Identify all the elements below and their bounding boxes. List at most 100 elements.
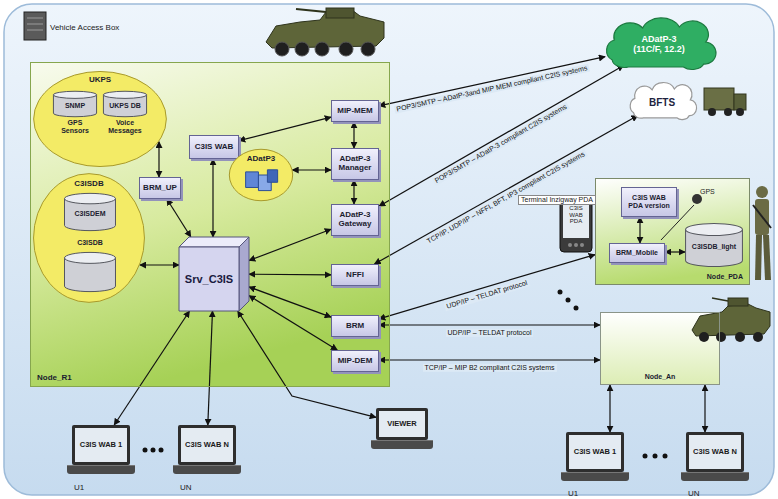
process-box: ADatP-3 Gateway [331, 204, 379, 236]
ellipse-outline [33, 71, 167, 167]
connector [665, 251, 685, 252]
box-label: ADatP-3 Gateway [335, 211, 375, 229]
free-label: U1 [74, 484, 84, 493]
cylinder-top [103, 91, 146, 98]
soldier [753, 186, 771, 280]
truck [704, 88, 746, 116]
connector [212, 159, 213, 237]
armoured-vehicle-part [275, 42, 289, 56]
process-box: NFFI [331, 264, 379, 286]
cloud-label: ADatP-3 (11C/F, 12.2) [627, 35, 691, 55]
node-pda-ground [595, 178, 750, 285]
armoured-vehicle-part [339, 42, 353, 56]
process-box: BRM_UP [139, 177, 181, 199]
laptop-screen: C3IS WAB 1 [75, 428, 127, 462]
ellipsis-dots-part [574, 306, 579, 311]
ellipsis-dots-part [558, 290, 563, 295]
cube-front [179, 247, 239, 311]
connector [249, 229, 331, 260]
free-label: UN [688, 490, 700, 499]
group-ellipse: C3ISDBC3ISDEMC3ISDB [33, 173, 145, 303]
free-label: UN [180, 484, 192, 493]
label-slot: U1 [74, 476, 84, 494]
terminal-label: VIEWER [387, 420, 417, 428]
free-label: Vehicle Access Box [50, 24, 119, 33]
armoured-vehicle-small-part [735, 332, 745, 342]
laptop-screen: C3IS WAB N [181, 428, 233, 462]
laptop-terminal: C3IS WAB 1 [566, 432, 624, 472]
soldier-part [755, 235, 762, 280]
box-label: BRM_UP [143, 184, 177, 193]
group-ellipse: ADatP3 [229, 149, 293, 201]
cylinder-top [53, 91, 96, 98]
connector-label: TCP/IP – MIP B2 compliant C2IS systems [422, 364, 556, 372]
label-slot: U1 [568, 482, 578, 499]
box-label: MIP-DEM [338, 357, 373, 366]
group-title: C3ISDB [74, 180, 103, 189]
network-cloud: BFTS [625, 84, 699, 120]
cube-side [239, 237, 249, 311]
database-cylinder: C3ISDB [64, 239, 116, 293]
group-ellipse: UKPSSNMPGPS SensorsUKPS DBVoice Messages [33, 71, 167, 167]
laptop-base [561, 472, 629, 481]
connector [208, 311, 213, 425]
label-slot: GPS [700, 180, 715, 198]
ellipsis-dots-part [643, 454, 648, 459]
box-label: BRM_Mobile [616, 249, 658, 257]
connector [639, 217, 640, 243]
laptop-terminal: C3IS WAB 1 [72, 425, 130, 465]
node-panel: Node_An [600, 312, 720, 385]
connector [167, 199, 191, 237]
connector [353, 122, 354, 148]
process-box: MIP-DEM [331, 350, 379, 372]
cloud-label: BFTS [649, 97, 675, 108]
cylinder-label: UKPS DB [109, 102, 141, 110]
label-slot: C3IS WAB PDA [563, 205, 589, 227]
terminal-label: C3IS WAB N [693, 448, 737, 456]
pda-terminal-part [580, 243, 584, 247]
ellipse-fill [34, 174, 145, 303]
laptop-screen: C3IS WAB 1 [569, 435, 621, 469]
pda-terminal-part [563, 204, 589, 238]
process-box: C3IS WAB [189, 135, 239, 159]
server-label: Srv_C3IS [185, 273, 233, 285]
cylinder-top [686, 223, 743, 235]
database-cylinder: SNMPGPS Sensors [53, 91, 97, 147]
connector [609, 385, 610, 432]
box-label: C3IS WAB [195, 143, 234, 152]
connector [379, 57, 605, 106]
box-label: C3IS WAB PDA version [625, 194, 673, 209]
panel-title: Node_An [645, 373, 676, 381]
window-icon [246, 172, 259, 188]
cylinder-top [65, 193, 116, 203]
network-cloud: ADatP-3 (11C/F, 12.2) [598, 20, 720, 70]
armoured-vehicle-small-part [753, 332, 763, 342]
connector [249, 287, 331, 317]
label-slot: UN [688, 482, 700, 499]
truck-part [736, 108, 744, 116]
box-label: NFFI [346, 271, 364, 280]
cylinder-label: SNMP [65, 102, 85, 110]
connector [249, 296, 337, 350]
connector [353, 180, 354, 204]
group-title: UKPS [89, 76, 111, 85]
gps-receiver-part [692, 194, 702, 204]
terminal-label: C3IS WAB 1 [80, 441, 123, 449]
laptop-terminal: C3IS WAB N [686, 432, 744, 472]
armoured-vehicle-part [326, 8, 354, 18]
access-box-icon [24, 12, 46, 40]
cylinder-label: C3ISDB_light [692, 243, 736, 251]
server-cube: Srv_C3IS [179, 237, 249, 311]
node-panel: Node_PDAC3IS WAB PDA versionBRM_MobileC3… [595, 178, 750, 285]
connector-label: UDP/IP – TELDAT protocol [444, 278, 531, 311]
database-cylinder: C3ISDB_light [685, 223, 743, 267]
process-box: BRM [331, 315, 379, 337]
laptop-base [681, 472, 749, 481]
label-slot: Terminal Inzigway PDA [518, 188, 596, 206]
armoured-vehicle-part [315, 42, 329, 56]
box-label: MIP-MEM [337, 107, 373, 116]
ellipse-fill [229, 149, 292, 200]
access-box-icon-part [24, 12, 46, 40]
truck-part [704, 88, 734, 110]
